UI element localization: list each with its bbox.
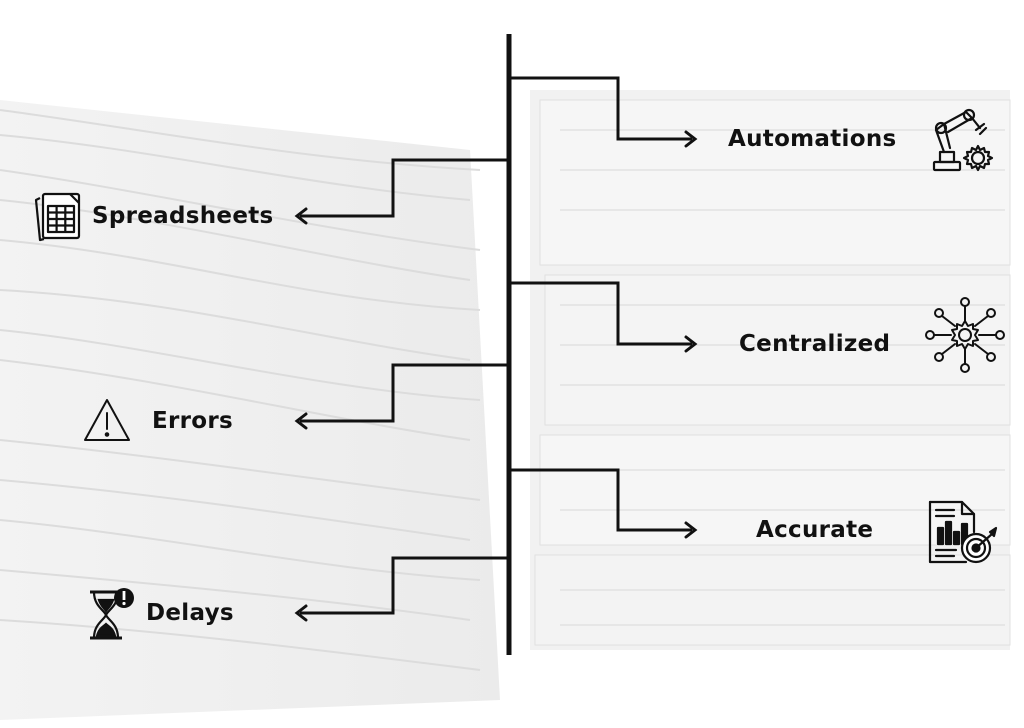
report-target-icon [928, 500, 998, 564]
label-accurate: Accurate [756, 517, 874, 543]
hourglass-alert-icon [90, 588, 134, 640]
connector-errors [300, 363, 509, 423]
connector-accurate [509, 468, 692, 532]
connector-centralized [509, 281, 692, 346]
spreadsheet-icon [34, 192, 81, 242]
arrowhead-accurate [684, 521, 698, 539]
arrowhead-spreadsheets [294, 207, 308, 225]
label-delays: Delays [146, 600, 234, 626]
arrowhead-automations [684, 130, 698, 148]
connector-delays [300, 556, 509, 615]
network-gear-icon [925, 297, 1005, 373]
connector-spreadsheets [300, 158, 509, 218]
robotic-arm-gear-icon [932, 108, 994, 172]
connector-automations [509, 76, 692, 141]
label-spreadsheets: Spreadsheets [92, 203, 274, 229]
warning-triangle-icon [84, 399, 130, 441]
label-errors: Errors [152, 408, 234, 434]
left-paper-pile [0, 100, 500, 720]
arrowhead-errors [294, 412, 308, 430]
label-automations: Automations [728, 126, 897, 152]
arrowhead-centralized [684, 335, 698, 353]
arrowhead-delays [294, 604, 308, 622]
label-centralized: Centralized [739, 331, 891, 357]
